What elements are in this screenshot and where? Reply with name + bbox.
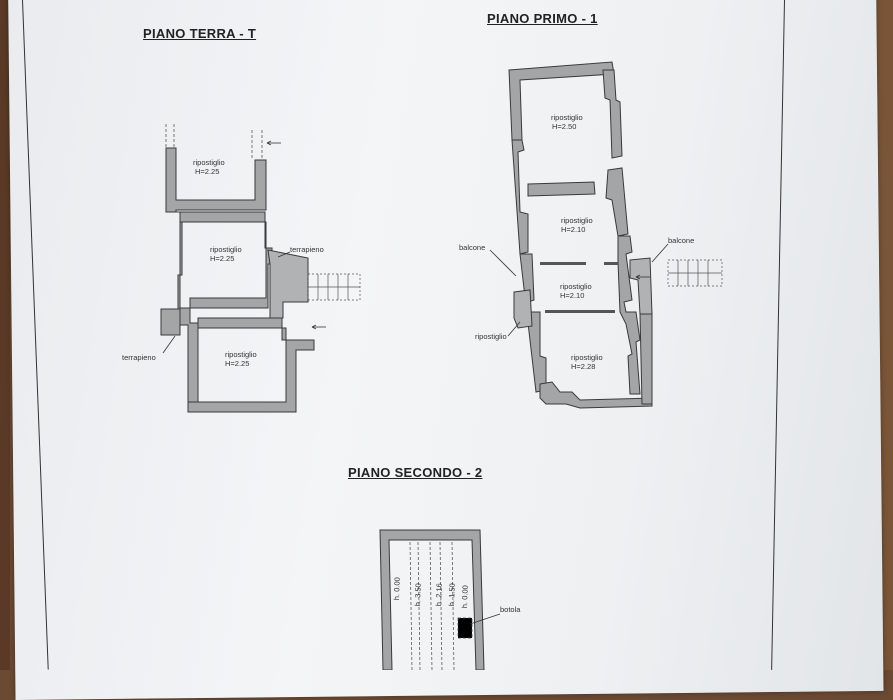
- height-label: h. 1.50: [447, 583, 457, 607]
- balcone-label: balcone: [459, 243, 486, 252]
- room-height: H=2.28: [571, 362, 596, 371]
- room-height: H=2.25: [195, 167, 220, 176]
- ground-floor-plan: [160, 147, 315, 413]
- height-label: h. 0.00: [460, 585, 470, 609]
- ripostiglio-label: ripostiglio: [475, 332, 507, 341]
- botola-label: botola: [500, 605, 521, 614]
- room-label: ripostiglio: [561, 216, 593, 225]
- room-height: H=2.10: [560, 291, 585, 300]
- room-height: H=2.25: [210, 254, 235, 263]
- title-ground-floor: PIANO TERRA - T: [143, 26, 257, 41]
- second-floor-height-lines: [409, 541, 473, 670]
- annotation-arrows: [162, 140, 669, 625]
- room-height: H=2.10: [561, 225, 586, 234]
- room-label: ripostiglio: [571, 353, 603, 362]
- room-label: ripostiglio: [193, 158, 225, 167]
- room-label: ripostiglio: [551, 113, 583, 122]
- room-height: H=2.50: [552, 122, 577, 131]
- wood-table: [0, 0, 10, 670]
- title-first-floor: PIANO PRIMO - 1: [487, 11, 598, 26]
- floor-plan-drawing: [160, 61, 723, 670]
- room-label: ripostiglio: [560, 282, 592, 291]
- room-label: ripostiglio: [225, 350, 257, 359]
- title-second-floor: PIANO SECONDO - 2: [348, 465, 483, 480]
- first-floor-stairs: [667, 259, 723, 287]
- height-label: h. 0.00: [392, 577, 402, 601]
- ground-floor-dashed-lines: [165, 124, 263, 160]
- second-floor-plan: [379, 529, 485, 670]
- first-floor-plan: [508, 61, 653, 409]
- height-label: h. 2.16: [434, 583, 444, 607]
- room-height: H=2.25: [225, 359, 250, 368]
- ground-floor-stairs: [307, 273, 361, 301]
- room-label: ripostiglio: [210, 245, 242, 254]
- height-label: h. 3.50: [413, 583, 423, 607]
- balcone-label: balcone: [668, 236, 695, 245]
- terrapieno-label: terrapieno: [122, 353, 156, 362]
- terrapieno-label: terrapieno: [290, 245, 324, 254]
